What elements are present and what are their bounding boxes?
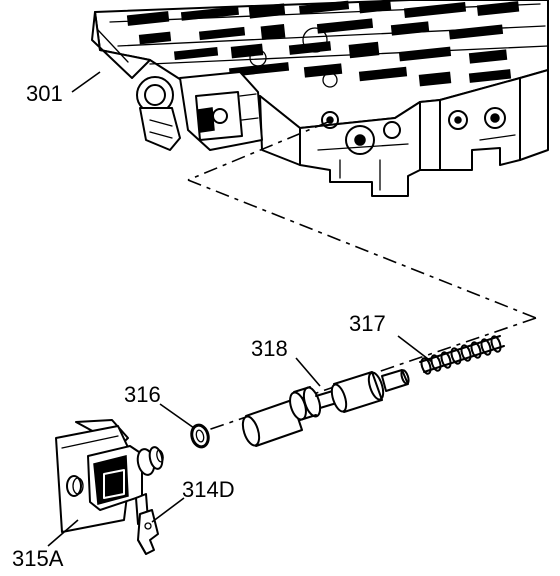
callout-314D: 314D [182, 477, 235, 502]
callout-316: 316 [124, 382, 161, 407]
callout-318: 318 [251, 336, 288, 361]
valve-body-assembly [91, 0, 549, 197]
retainer-clip-314D [137, 509, 159, 555]
spring-317 [419, 335, 505, 375]
leader-lines [47, 71, 433, 547]
callout-317: 317 [349, 311, 386, 336]
valve-318 [241, 369, 410, 447]
seal-316 [190, 423, 210, 449]
solenoid-315A [55, 419, 164, 533]
shift-solenoid-mounted [136, 71, 263, 151]
callout-301: 301 [26, 81, 63, 106]
callout-315A: 315A [12, 546, 64, 571]
